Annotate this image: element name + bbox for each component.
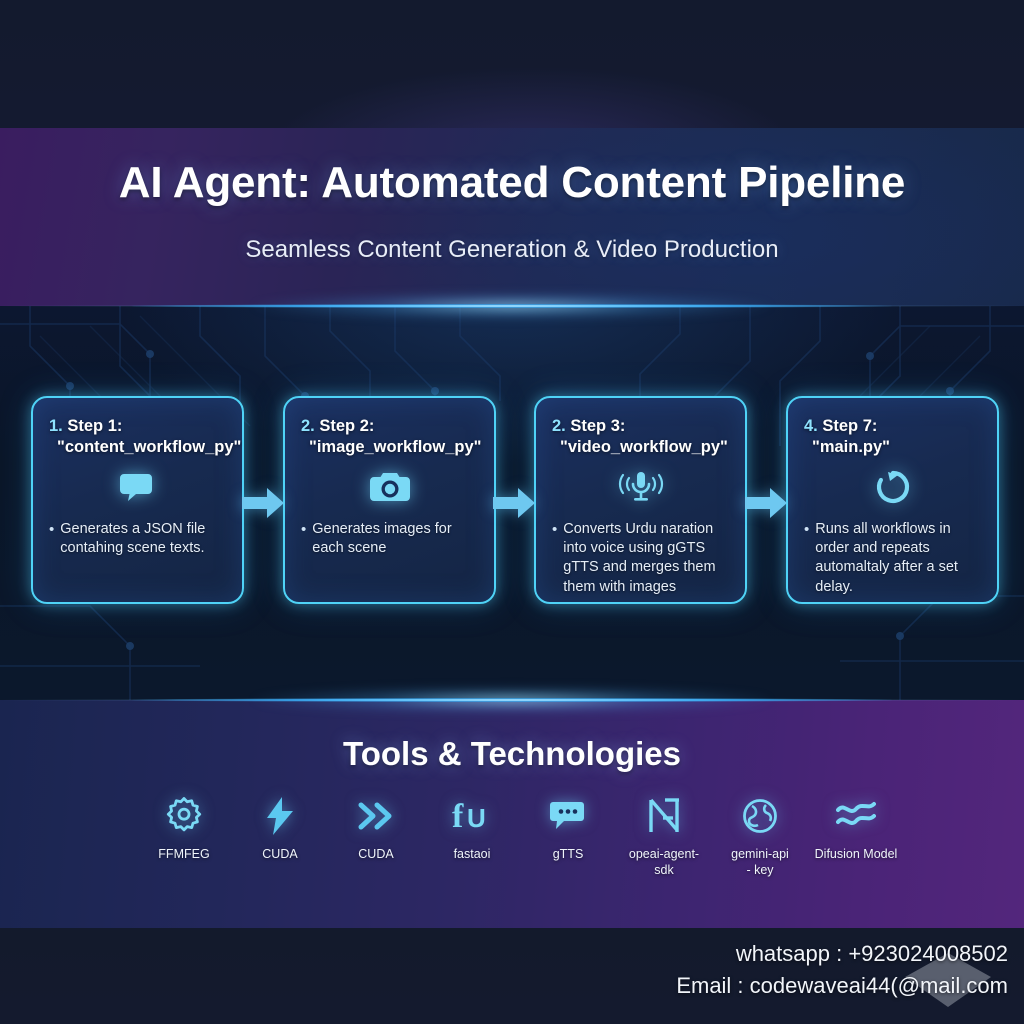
- gear-icon: [165, 793, 203, 839]
- tool-item-ffmpeg[interactable]: FFMFEG: [140, 793, 228, 863]
- step-card-4-number: 4.: [804, 417, 818, 435]
- email-line: Email : codewaveai44(@mail.com: [676, 972, 1008, 998]
- tool-label: gTTS: [552, 847, 584, 861]
- camera-icon: [301, 464, 478, 510]
- tool-item-diffusion-model[interactable]: Difusion Model: [812, 793, 900, 863]
- step-card-4-description: Runs all workflows in order and repeats …: [815, 521, 958, 595]
- step-card-1-title: 1. Step 1: "content_workflow_py": [49, 416, 242, 458]
- tool-item-cuda-bolt[interactable]: CUDA: [236, 793, 324, 863]
- footer-band: [0, 928, 1024, 1024]
- step-card-3-description: Converts Urdu naration into voice using …: [563, 521, 716, 595]
- chat-bubble-icon: [550, 793, 586, 839]
- header-band: [0, 128, 1024, 306]
- tool-item-openai-agent-sdk[interactable]: opeai-agent-sdk: [620, 793, 708, 878]
- step-card-1-number: 1.: [49, 417, 63, 435]
- step-card-1-description: Generates a JSON file contahing scene te…: [60, 521, 206, 557]
- globe-icon: [742, 793, 778, 839]
- double-chevron-icon: [357, 793, 395, 839]
- tools-section-title: Tools & Technologies: [343, 735, 681, 772]
- bullet-marker: •: [301, 521, 307, 539]
- step-card-2-description: Generates images for each scene: [312, 521, 452, 557]
- tools-band: [0, 700, 1024, 928]
- step-card-4[interactable]: 4. Step 7: "main.py" • Runs all workflow…: [786, 396, 999, 604]
- step-card-1[interactable]: 1. Step 1: "content_workflow_py" • Gener…: [31, 396, 244, 604]
- step-card-3-number: 2.: [552, 417, 566, 435]
- step-card-2-file: "image_workflow_py": [309, 438, 482, 457]
- waves-icon: [836, 793, 876, 839]
- tool-label: gemini-api - key: [731, 847, 789, 877]
- step-card-4-file: "main.py": [812, 438, 890, 457]
- step-card-3[interactable]: 2. Step 3: "video_workflow_py" •: [534, 396, 747, 604]
- svg-text:U: U: [467, 803, 486, 833]
- step-card-1-file: "content_workflow_py": [57, 438, 242, 457]
- step-card-4-body: • Runs all workflows in order and repeat…: [804, 520, 981, 597]
- tool-item-cuda-chevron[interactable]: CUDA: [332, 793, 420, 863]
- step-card-4-label: Step 7:: [822, 417, 878, 435]
- page-subtitle: Seamless Content Generation & Video Prod…: [245, 236, 779, 263]
- step-card-1-label: Step 1:: [67, 417, 123, 435]
- tool-label: CUDA: [262, 847, 298, 861]
- arrow-right-icon: [493, 488, 535, 518]
- tool-item-gtts[interactable]: gTTS: [524, 793, 612, 863]
- page-title: AI Agent: Automated Content Pipeline: [118, 158, 906, 207]
- fastapi-logo-icon: f U: [452, 793, 492, 839]
- tool-label: FFMFEG: [158, 847, 210, 861]
- diamond-watermark-icon: [905, 953, 991, 1007]
- tool-label: Difusion Model: [814, 847, 898, 861]
- microphone-icon: [552, 464, 729, 510]
- tool-item-fastapi[interactable]: f U fastaoi: [428, 793, 516, 863]
- tools-list: FFMFEG CUDA CUDA f U: [140, 793, 900, 878]
- arrow-right-icon: [745, 488, 787, 518]
- tool-label: fastaoi: [453, 847, 491, 861]
- bullet-marker: •: [804, 521, 810, 539]
- lightning-icon: [267, 793, 293, 839]
- bullet-marker: •: [552, 521, 558, 539]
- step-card-2-body: • Generates images for each scene: [301, 520, 478, 558]
- top-band: [0, 0, 1024, 128]
- tool-item-gemini-api-key[interactable]: gemini-api - key: [716, 793, 804, 878]
- whatsapp-line: whatsapp : +923024008502: [735, 941, 1008, 966]
- step-card-3-file: "video_workflow_py": [560, 438, 728, 457]
- speech-bubble-icon: [49, 464, 226, 510]
- arrow-right-icon: [242, 488, 284, 518]
- refresh-icon: [804, 464, 981, 510]
- step-card-3-title: 2. Step 3: "video_workflow_py": [552, 416, 729, 458]
- step-card-2[interactable]: 2. Step 2: "image_workflow_py" • Generat…: [283, 396, 496, 604]
- openai-sdk-icon: [647, 793, 681, 839]
- bullet-marker: •: [49, 521, 55, 539]
- step-card-2-title: 2. Step 2: "image_workflow_py": [301, 416, 482, 458]
- step-card-2-label: Step 2:: [319, 417, 375, 435]
- step-card-1-body: • Generates a JSON file contahing scene …: [49, 520, 226, 558]
- step-card-3-body: • Converts Urdu naration into voice usin…: [552, 520, 729, 597]
- tool-label: opeai-agent-sdk: [628, 847, 700, 877]
- svg-text:f: f: [452, 798, 464, 835]
- tool-label: CUDA: [358, 847, 394, 861]
- step-card-3-label: Step 3:: [570, 417, 626, 435]
- pipeline-cards: 1. Step 1: "content_workflow_py" • Gener…: [0, 306, 1024, 700]
- step-card-4-title: 4. Step 7: "main.py": [804, 416, 981, 458]
- contact-info: whatsapp : +923024008502 Email : codewav…: [468, 938, 1008, 1002]
- step-card-2-number: 2.: [301, 417, 315, 435]
